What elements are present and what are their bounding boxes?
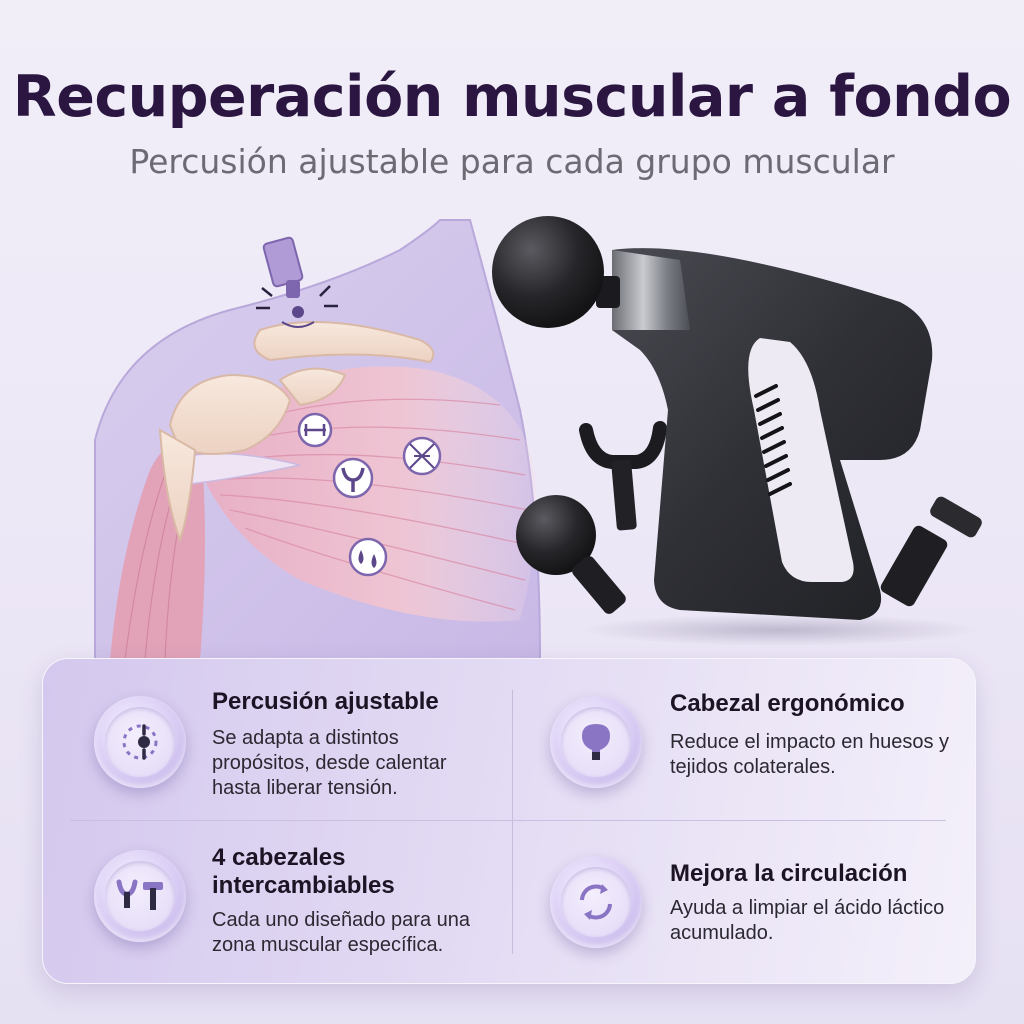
circulation-arrows-icon (550, 856, 642, 948)
massage-gun-icon (492, 216, 933, 620)
ball-attachment-icon (516, 495, 626, 614)
page-title: Recuperación muscular a fondo (12, 64, 1012, 130)
flat-attachment-icon (880, 496, 982, 607)
pressure-device-icon (256, 236, 338, 328)
feature-title-adjustable: Percusión ajustable (212, 688, 439, 715)
feature-desc-circulation: Ayuda a limpiar el ácido láctico acumula… (670, 897, 945, 944)
feature-desc-adjustable: Se adapta a distintos propósitos, desde … (212, 727, 447, 799)
feature-title-interchangeable: 4 cabezales intercambiables (212, 844, 395, 899)
shoulder-bone (168, 373, 292, 455)
feature-title-circulation: Mejora la circulación (670, 860, 908, 887)
droplets-point-icon (348, 537, 388, 577)
fibers-point-icon (402, 436, 442, 476)
feature-desc-interchangeable: Cada uno diseñado para una zona muscular… (212, 909, 470, 956)
page-subtitle: Percusión ajustable para cada grupo musc… (129, 142, 895, 181)
feature-desc-ergonomic: Reduce el impacto en huesos y tejidos co… (670, 731, 950, 778)
divider-horizontal (70, 820, 946, 821)
features-card (42, 658, 976, 984)
clavicle-bone (253, 321, 435, 364)
bulb-head-icon (550, 696, 642, 788)
fork-attachment-icon (579, 421, 667, 531)
hero-illustration (94, 216, 982, 661)
feature-title-ergonomic: Cabezal ergonómico (670, 690, 905, 717)
divider-vertical (512, 690, 513, 954)
dumbbell-point-icon (297, 412, 333, 448)
adjust-dial-icon (94, 696, 186, 788)
massage-head-point-icon (332, 457, 374, 499)
chest-muscle (200, 366, 536, 622)
attachment-heads-icon (94, 850, 186, 942)
